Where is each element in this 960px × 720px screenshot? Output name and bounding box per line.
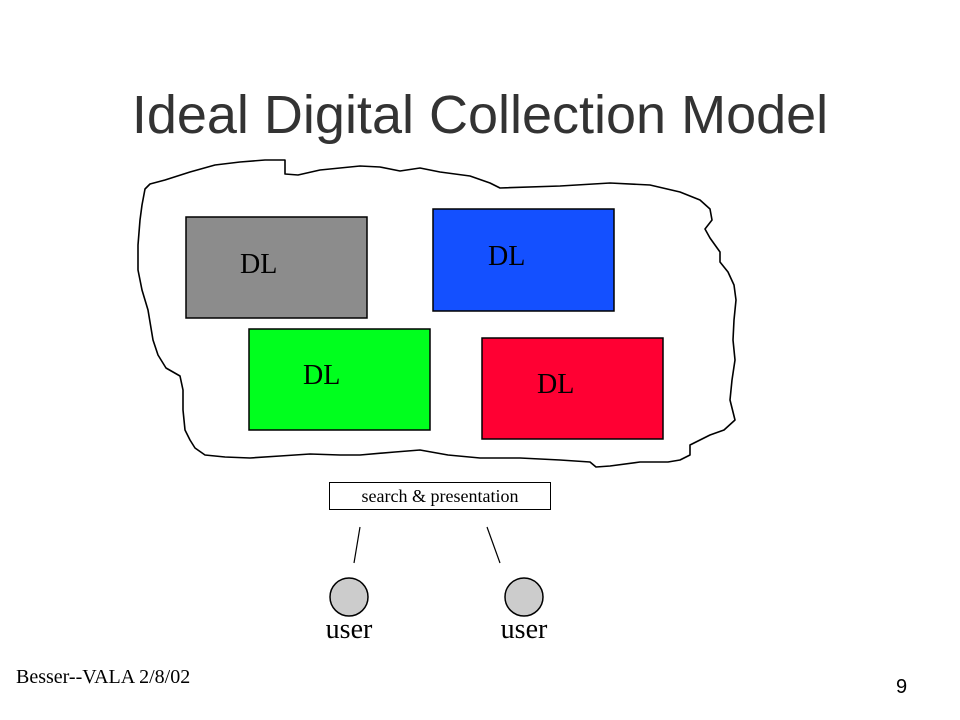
connector-line-right (486, 526, 501, 564)
library-box-blue: DL (432, 208, 615, 312)
library-box-red-rect (481, 337, 664, 440)
library-box-gray: DL (185, 216, 368, 319)
library-box-green: DL (248, 328, 431, 431)
search-presentation-box: search & presentation (329, 482, 551, 510)
library-box-gray-rect (185, 216, 368, 319)
library-box-green-rect (248, 328, 431, 431)
library-box-blue-rect (432, 208, 615, 312)
library-box-red: DL (481, 337, 664, 440)
slide-footer: Besser--VALA 2/8/02 (16, 666, 191, 688)
user-label-left: user (325, 614, 373, 645)
library-label: DL (240, 249, 277, 280)
library-label: DL (488, 241, 525, 272)
connector-line-left (353, 526, 361, 564)
library-label: DL (303, 360, 340, 391)
user-label-right: user (500, 614, 548, 645)
collection-cloud-outline (137, 159, 737, 468)
library-label: DL (537, 369, 574, 400)
user-node-left (329, 577, 369, 617)
slide-title: Ideal Digital Collection Model (131, 85, 829, 145)
user-node-right (504, 577, 544, 617)
page-number: 9 (896, 676, 908, 698)
